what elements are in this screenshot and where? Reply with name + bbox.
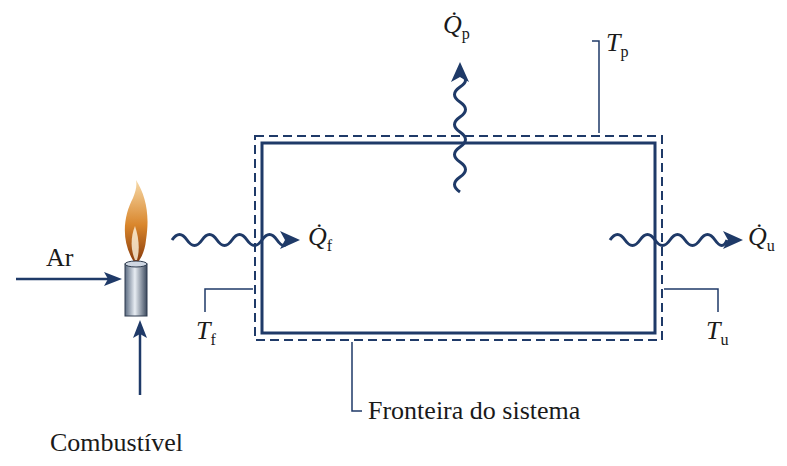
heat-loss-wavy-arrow [451, 62, 469, 192]
leader-lines [205, 41, 718, 411]
burner [125, 180, 148, 316]
system-boundary [255, 136, 662, 340]
inlet-label: Combustível [50, 430, 183, 456]
heat-in-wavy-arrow [172, 231, 300, 249]
heat-symbol: Q̇u [748, 224, 775, 254]
temperature-symbol: Tp [606, 30, 629, 60]
temperature-symbol: Tu [706, 318, 729, 348]
air-arrow [16, 272, 122, 286]
inlet-label: Ar [46, 245, 73, 271]
fuel-arrow [133, 320, 147, 395]
heat-symbol: Q̇p [443, 12, 470, 42]
temperature-symbol: Tf [196, 318, 216, 348]
heat-symbol: Q̇f [308, 224, 332, 254]
boundary-label: Fronteira do sistema [368, 398, 580, 424]
heat-out-wavy-arrow [610, 231, 743, 249]
